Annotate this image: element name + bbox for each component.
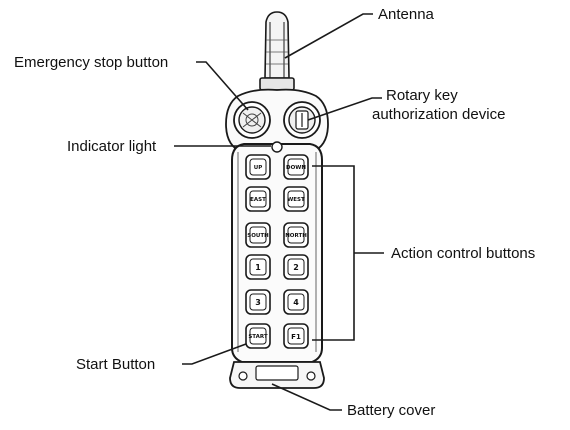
battery-cover-label: Battery cover (347, 402, 435, 419)
button-3[interactable]: 3 (245, 289, 271, 315)
button-2[interactable]: 2 (283, 254, 309, 280)
start-button[interactable]: START (245, 323, 271, 349)
button-4[interactable]: 4 (283, 289, 309, 315)
f1-button[interactable]: F1 (283, 323, 309, 349)
battery-cover (229, 361, 325, 389)
east-button[interactable]: EAST (245, 186, 271, 212)
indicator-light (271, 141, 283, 153)
up-button[interactable]: UP (245, 154, 271, 180)
north-button[interactable]: NORTH (283, 222, 309, 248)
north-button-label: NORTH (285, 233, 307, 239)
down-button-label: DOWN (286, 165, 306, 171)
f1-button-label: F1 (291, 333, 301, 341)
south-button-label: SOUTH (247, 233, 269, 239)
button-1[interactable]: 1 (245, 254, 271, 280)
down-button[interactable]: DOWN (283, 154, 309, 180)
button-1-label: 1 (255, 263, 261, 272)
west-button[interactable]: WEST (283, 186, 309, 212)
emergency-stop-label: Emergency stop button (14, 54, 168, 71)
antenna-label: Antenna (378, 6, 435, 23)
button-4-label: 4 (293, 298, 299, 307)
south-button[interactable]: SOUTH (245, 222, 271, 248)
emergency-stop-button[interactable] (233, 101, 271, 139)
button-grid: UP DOWN EAST WEST SOUTH NORTH (245, 154, 309, 349)
action-control-label: Action control buttons (391, 245, 535, 262)
up-button-label: UP (254, 165, 263, 171)
start-button-label: START (248, 334, 268, 340)
leader-lines (174, 13, 384, 411)
rotary-key-device[interactable] (283, 101, 321, 139)
start-button-callout: Start Button (76, 356, 155, 373)
button-3-label: 3 (255, 298, 261, 307)
button-2-label: 2 (293, 263, 299, 272)
rotary-key-label-line1: Rotary key (386, 87, 458, 104)
rotary-key-label-line2: authorization device (372, 106, 505, 123)
west-button-label: WEST (287, 197, 305, 203)
east-button-label: EAST (250, 197, 266, 203)
antenna (259, 11, 295, 91)
indicator-light-label: Indicator light (67, 138, 157, 155)
